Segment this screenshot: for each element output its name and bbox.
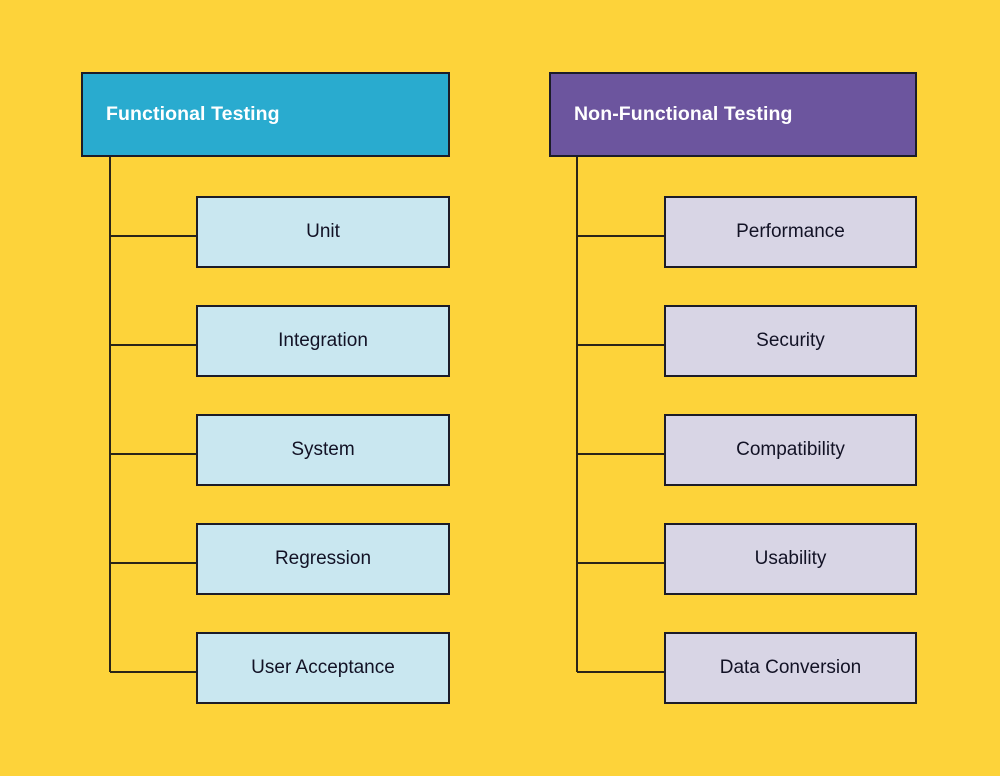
child-label-performance: Performance xyxy=(736,220,845,242)
child-box-regression[interactable]: Regression xyxy=(196,523,450,595)
child-box-data-conversion[interactable]: Data Conversion xyxy=(664,632,917,704)
child-box-usability[interactable]: Usability xyxy=(664,523,917,595)
header-box-functional[interactable]: Functional Testing xyxy=(81,72,450,157)
child-box-performance[interactable]: Performance xyxy=(664,196,917,268)
child-label-usability: Usability xyxy=(754,547,827,569)
header-box-non-functional[interactable]: Non-Functional Testing xyxy=(549,72,917,157)
child-label-system: System xyxy=(291,438,355,460)
child-box-system[interactable]: System xyxy=(196,414,450,486)
child-label-user-acceptance: User Acceptance xyxy=(251,656,395,678)
header-label-functional: Functional Testing xyxy=(106,103,280,125)
child-box-security[interactable]: Security xyxy=(664,305,917,377)
child-label-security: Security xyxy=(756,329,825,351)
child-box-integration[interactable]: Integration xyxy=(196,305,450,377)
header-label-non-functional: Non-Functional Testing xyxy=(574,103,793,125)
child-box-user-acceptance[interactable]: User Acceptance xyxy=(196,632,450,704)
child-label-unit: Unit xyxy=(306,220,340,242)
child-box-unit[interactable]: Unit xyxy=(196,196,450,268)
child-label-regression: Regression xyxy=(274,547,372,569)
child-label-integration: Integration xyxy=(278,329,368,351)
child-box-compatibility[interactable]: Compatibility xyxy=(664,414,917,486)
child-label-compatibility: Compatibility xyxy=(736,438,845,460)
child-label-data-conversion: Data Conversion xyxy=(719,656,862,678)
